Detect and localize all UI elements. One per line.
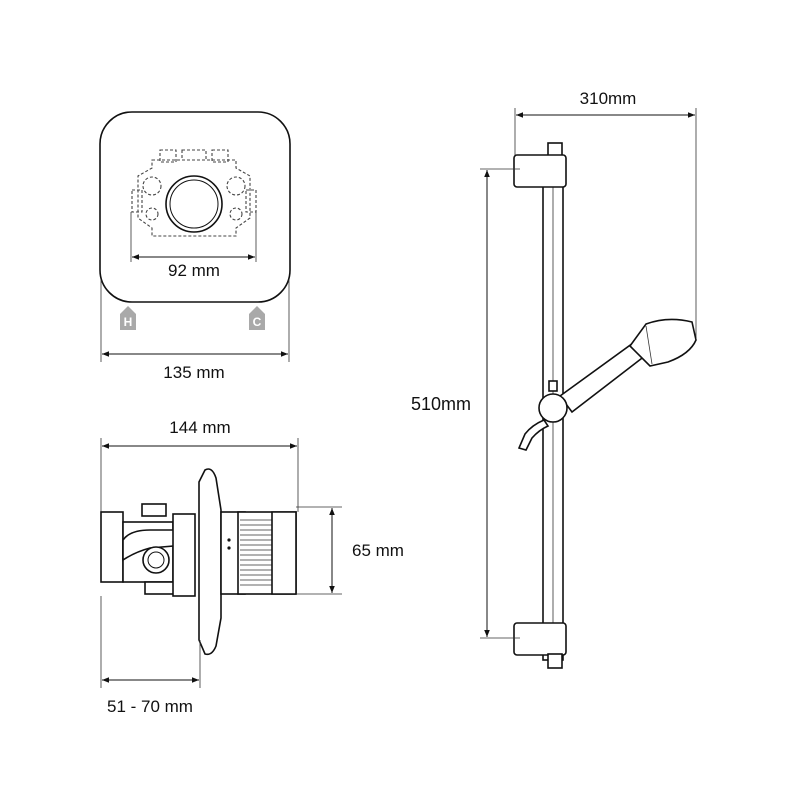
inlet-fitting-outer — [142, 546, 170, 574]
rail-slider — [538, 393, 568, 423]
bottom-bracket-cap — [547, 653, 563, 669]
top-wall-bracket — [513, 154, 567, 188]
valve-back-block — [100, 511, 124, 583]
dim-92-label: 92 mm — [168, 261, 220, 280]
slider-knob — [548, 380, 558, 392]
valve-collar — [172, 513, 196, 597]
valve-body-hidden-outline — [131, 149, 257, 237]
inlet-fitting-inner — [147, 551, 165, 569]
dim-wall-label: 51 - 70 mm — [107, 697, 193, 716]
front-view-plate: 92 mm H C 135 mm — [99, 111, 291, 382]
hot-inlet-badge: H — [120, 306, 136, 330]
riser-rail-view: 310mm 510mm — [411, 89, 697, 669]
dim-310-label: 310mm — [580, 89, 637, 108]
knob-grip-ridges — [240, 519, 272, 586]
wall-plate-side — [198, 468, 222, 656]
valve-bore-outer — [165, 175, 223, 233]
cartridge-dot-2 — [227, 546, 231, 550]
bottom-wall-bracket — [513, 622, 567, 656]
side-view-valve: 144 mm 65 mm — [100, 418, 404, 716]
valve-top-nut — [141, 503, 167, 517]
valve-bore-inner — [169, 179, 219, 229]
dim-144-label: 144 mm — [169, 418, 230, 437]
cartridge-dot-1 — [227, 538, 231, 542]
dim-65-label: 65 mm — [352, 541, 404, 560]
knob-cap — [271, 511, 297, 595]
dim-510-label: 510mm — [411, 394, 471, 414]
shower-hose — [517, 419, 550, 451]
hot-inlet-label: H — [124, 315, 133, 329]
cold-inlet-badge: C — [249, 306, 265, 330]
dim-135-label: 135 mm — [163, 363, 224, 382]
handset-head-ring — [645, 325, 653, 365]
cold-inlet-label: C — [253, 315, 262, 329]
